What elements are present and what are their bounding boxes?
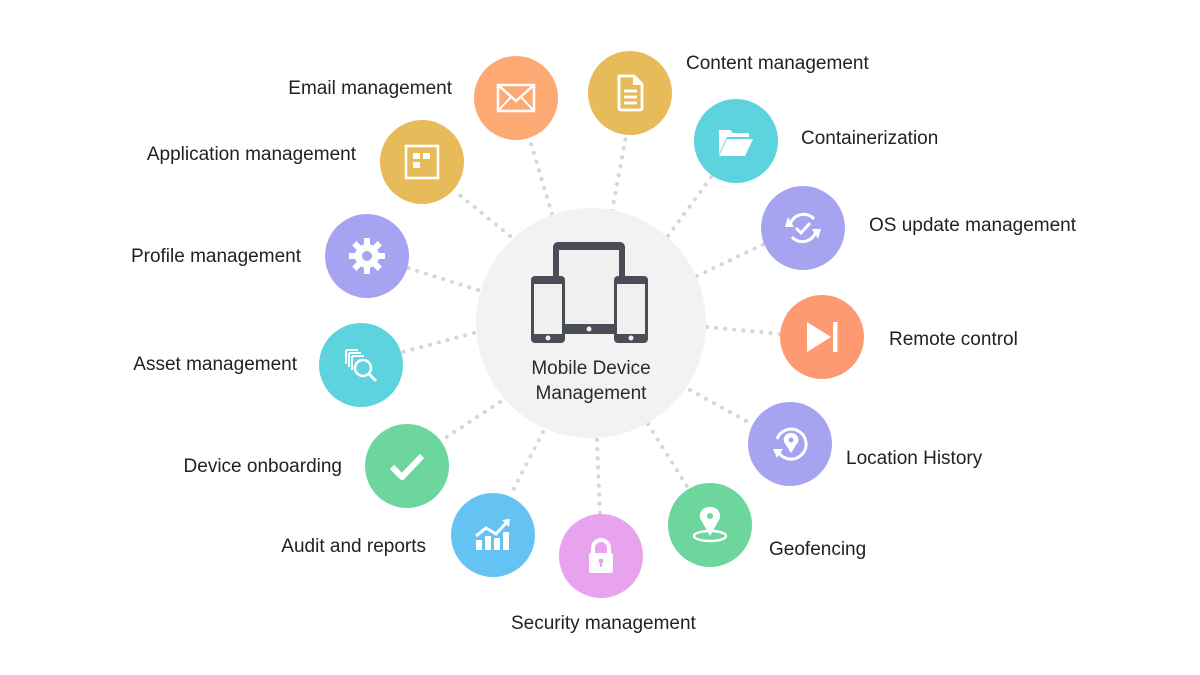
node-email (474, 56, 558, 140)
label-location-history: Location History (846, 448, 983, 469)
lock-icon (589, 538, 613, 573)
map-pin-icon (692, 507, 728, 543)
label-onboarding: Device onboarding (183, 456, 342, 477)
hub-title-line1: Mobile Device (531, 358, 651, 379)
node-profile (325, 214, 409, 298)
node-content (588, 51, 672, 135)
envelope-icon (496, 83, 536, 113)
label-remote-control: Remote control (889, 329, 1018, 350)
label-security: Security management (511, 613, 696, 634)
devices-icon (531, 242, 648, 343)
label-email: Email management (288, 78, 452, 99)
checkmark-icon (389, 453, 425, 480)
node-location-history (748, 402, 832, 486)
node-os-update (761, 186, 845, 270)
label-audit: Audit and reports (281, 536, 426, 557)
label-geofencing: Geofencing (769, 539, 867, 560)
label-os-update: OS update management (869, 215, 1077, 236)
search-files-icon (345, 349, 378, 383)
gear-icon (349, 238, 385, 274)
node-security (559, 514, 643, 598)
node-geofencing (668, 483, 752, 567)
sync-check-icon (785, 212, 821, 244)
label-containerization: Containerization (801, 128, 939, 149)
hub-title-line2: Management (535, 383, 647, 404)
central-hub: Mobile Device Management (476, 208, 706, 438)
node-asset (319, 323, 403, 407)
label-profile: Profile management (130, 246, 301, 267)
node-remote-control (780, 295, 864, 379)
folder-icon (719, 130, 753, 156)
node-onboarding (365, 424, 449, 508)
document-icon (617, 74, 644, 112)
node-containerization (694, 99, 778, 183)
skip-forward-icon (807, 322, 838, 352)
location-history-icon (773, 427, 808, 461)
label-asset: Asset management (133, 354, 297, 375)
chart-growth-icon (475, 519, 510, 550)
node-application (380, 120, 464, 204)
label-application: Application management (146, 144, 356, 165)
app-grid-icon (404, 144, 440, 180)
node-audit (451, 493, 535, 577)
label-content: Content management (686, 53, 869, 74)
hub-title: Mobile Device Management (476, 356, 706, 406)
